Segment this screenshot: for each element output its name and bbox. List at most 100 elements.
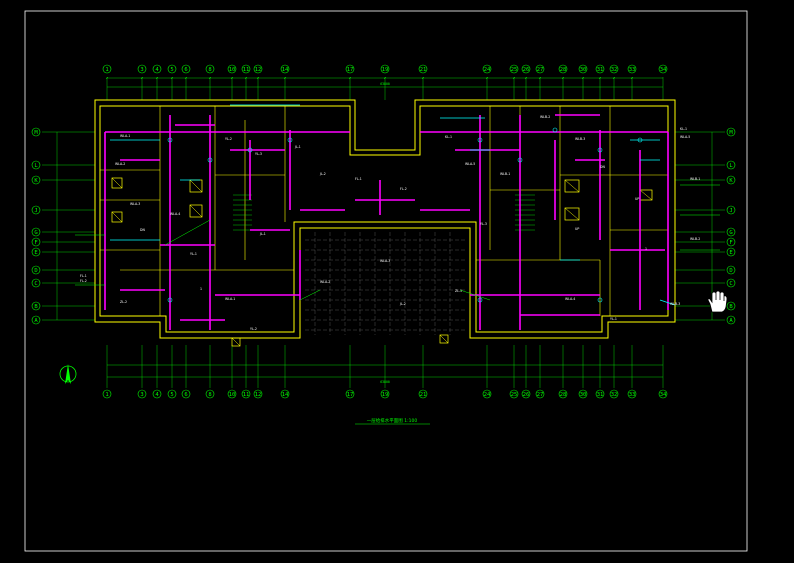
axis-label-top: 4 xyxy=(155,67,159,73)
axis-label-top: 11 xyxy=(243,67,250,73)
dimension-tick xyxy=(561,76,565,80)
axis-bubble-bottom xyxy=(137,389,147,399)
axis-bubble-right xyxy=(726,127,736,137)
pipe-tag-label: WLB-3 xyxy=(575,137,585,141)
axis-bubble-bottom xyxy=(595,389,605,399)
axis-bubble-right xyxy=(726,160,736,170)
dimension-total-bottom: 63800 xyxy=(380,380,390,384)
axis-bubble-left xyxy=(31,315,41,325)
axis-label-top: 32 xyxy=(611,67,618,73)
axis-bubble-left xyxy=(31,205,41,215)
dimension-tick xyxy=(244,76,248,80)
pipe-tag-label: ZL-1 xyxy=(455,289,462,293)
axis-label-bottom: 14 xyxy=(282,392,289,398)
axis-label-bottom: 10 xyxy=(229,392,236,398)
axis-bubble-bottom xyxy=(578,389,588,399)
axis-label-bottom: 21 xyxy=(420,392,427,398)
axis-label-left: J xyxy=(34,208,37,214)
pipe-tag-label: FL-1 xyxy=(355,177,362,181)
axis-bubble-right xyxy=(726,301,736,311)
axis-label-left: K xyxy=(34,178,38,184)
axis-bubble-bottom xyxy=(535,389,545,399)
axis-label-right: C xyxy=(729,281,732,287)
axis-label-bottom: 4 xyxy=(155,392,159,398)
pipe-tag-label: DN xyxy=(600,165,605,169)
pipe-tag-label: YL-2 xyxy=(250,327,257,331)
axis-bubble-top xyxy=(418,64,428,74)
pipe-riser xyxy=(597,297,603,303)
axis-bubble-left xyxy=(31,247,41,257)
axis-label-left: A xyxy=(34,318,38,324)
axis-label-top: 6 xyxy=(184,67,187,73)
axis-bubble-bottom xyxy=(418,389,428,399)
axis-bubble-left xyxy=(31,278,41,288)
axis-label-bottom: 11 xyxy=(243,392,250,398)
axis-bubble-top xyxy=(345,64,355,74)
axis-bubble-top xyxy=(152,64,162,74)
pipe-tag-label: WLA-2 xyxy=(320,280,330,284)
axis-label-left: F xyxy=(34,240,37,246)
pipe-tag-label: UP xyxy=(575,227,579,231)
shaft-block xyxy=(564,207,580,221)
pipe-tag-label: WLA-3 xyxy=(130,202,140,206)
axis-label-top: 21 xyxy=(420,67,427,73)
shaft-hatch xyxy=(639,189,653,201)
axis-bubble-bottom xyxy=(609,389,619,399)
axis-bubble-bottom xyxy=(167,389,177,399)
axis-label-bottom: 8 xyxy=(208,392,211,398)
axis-label-bottom: 32 xyxy=(611,392,618,398)
axis-label-left: L xyxy=(34,163,38,169)
leader-line xyxy=(459,289,491,301)
shaft-block xyxy=(231,337,241,347)
pipe-tag-label: WLA-1 xyxy=(120,134,130,138)
axis-label-top: 28 xyxy=(560,67,567,73)
axis-bubble-right xyxy=(726,227,736,237)
axis-bubble-left xyxy=(31,301,41,311)
axis-label-right: J xyxy=(729,208,732,214)
axis-label-top: 10 xyxy=(229,67,236,73)
axis-bubble-top xyxy=(102,64,112,74)
axis-label-bottom: 6 xyxy=(184,392,187,398)
axis-bubble-right xyxy=(726,205,736,215)
dimension-tick xyxy=(383,76,387,80)
axis-bubble-bottom xyxy=(558,389,568,399)
axis-bubble-bottom xyxy=(509,389,519,399)
pipe-tag-label: WLB-1 xyxy=(500,172,510,176)
axis-bubble-top xyxy=(241,64,251,74)
pipe-tag-label: JL-2 xyxy=(319,172,326,176)
dimension-tick xyxy=(524,76,528,80)
axis-bubble-right xyxy=(726,175,736,185)
axis-bubble-right xyxy=(726,247,736,257)
shaft-hatch xyxy=(231,337,241,347)
shaft-hatch xyxy=(189,179,203,193)
pipe-tag-label: WLA-2 xyxy=(115,162,125,166)
axis-bubble-top xyxy=(609,64,619,74)
pipe-tag-label: YL-1 xyxy=(190,252,197,256)
axis-label-top: 24 xyxy=(484,67,491,73)
axis-label-top: 8 xyxy=(208,67,211,73)
pipe-riser xyxy=(247,147,253,153)
axis-bubble-top xyxy=(658,64,668,74)
axis-bubble-bottom xyxy=(253,389,263,399)
axis-bubble-top xyxy=(535,64,545,74)
axis-label-right: K xyxy=(729,178,733,184)
pipe-tag-label: UP xyxy=(635,197,639,201)
pipe-tag-label: YL-3 xyxy=(480,222,487,226)
shaft-block xyxy=(564,179,580,193)
dimension-tick xyxy=(421,76,425,80)
pipe-tag-label: 1 xyxy=(200,287,202,291)
pipe-riser xyxy=(552,127,558,133)
shaft-hatch xyxy=(111,177,123,189)
axis-bubble-top xyxy=(380,64,390,74)
axis-label-top: 31 xyxy=(597,67,604,73)
axis-bubble-bottom xyxy=(181,389,191,399)
dimension-tick xyxy=(184,76,188,80)
axis-label-left: C xyxy=(34,281,37,287)
dimension-tick xyxy=(208,76,212,80)
pipe-tag-label: WLB-3 xyxy=(670,302,680,306)
axis-bubble-bottom xyxy=(241,389,251,399)
pipe-tag-label: JL-2 xyxy=(399,302,406,306)
axis-label-bottom: 34 xyxy=(660,392,667,398)
dimension-tick xyxy=(230,76,234,80)
